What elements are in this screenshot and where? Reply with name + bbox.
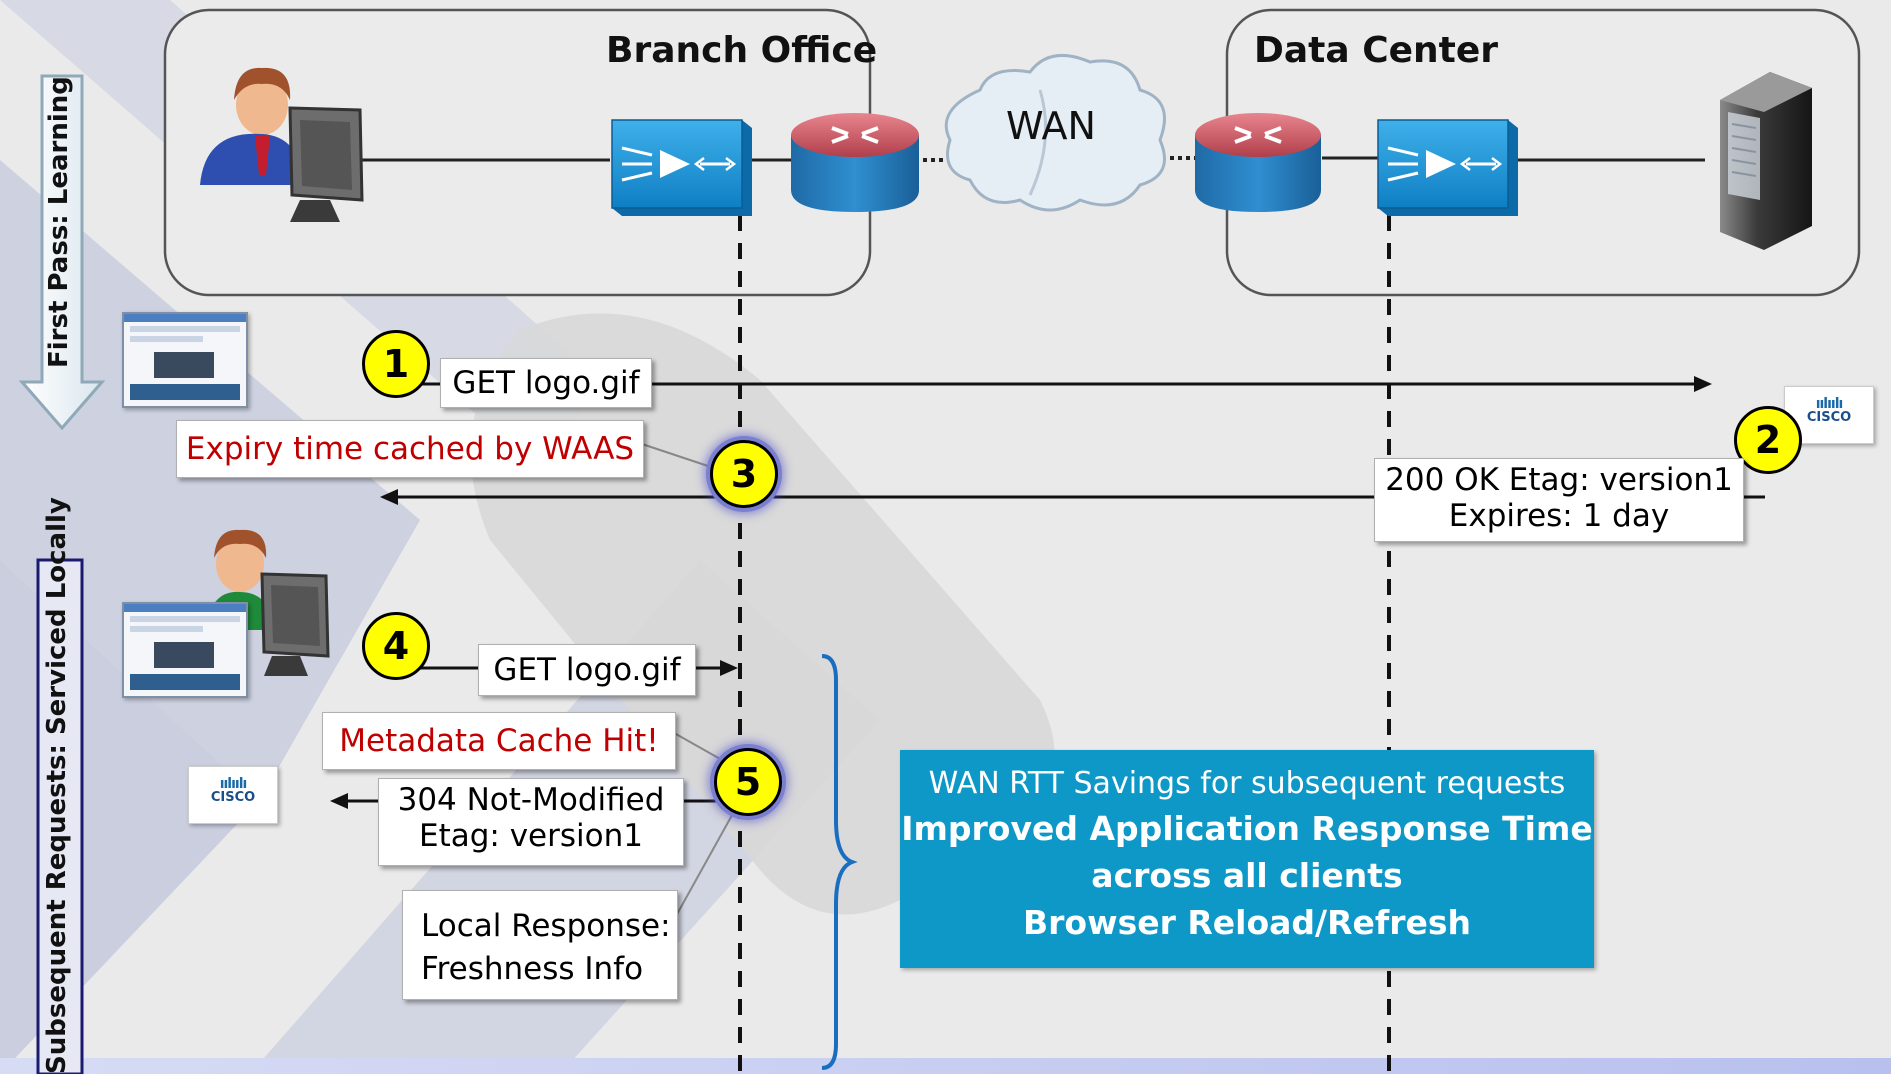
step-1-badge: 1 <box>362 330 430 398</box>
first-pass-label: First Pass: Learning <box>44 76 74 368</box>
user-pc-icon <box>200 67 364 222</box>
not-modified-line2: Etag: version1 <box>419 817 643 854</box>
branch-waas-device-icon <box>611 119 752 216</box>
step-4-badge: 4 <box>362 612 430 680</box>
cisco-logo-text: CISCO <box>210 790 256 805</box>
savings-brace <box>821 654 858 1070</box>
server-icon <box>1720 72 1812 250</box>
not-modified-response-box: 304 Not-Modified Etag: version1 <box>378 778 684 866</box>
ok-response-line2: Expires: 1 day <box>1448 497 1670 534</box>
wan-savings-summary: WAN RTT Savings for subsequent requests … <box>900 750 1594 968</box>
data-center-title: Data Center <box>1254 30 1499 71</box>
cisco-bars-icon: ıılıılı <box>1815 396 1844 412</box>
step-5-badge: 5 <box>714 748 782 816</box>
cisco-bars-icon: ıılıılı <box>219 776 248 792</box>
local-response-callout: Local Response: Freshness Info <box>402 890 678 1000</box>
branch-router-icon <box>791 113 919 212</box>
metadata-cache-hit-callout: Metadata Cache Hit! <box>322 712 676 770</box>
cisco-logo-2: ıılıılı CISCO <box>188 766 278 824</box>
wan-label: WAN <box>1006 104 1096 148</box>
step-2-badge: 2 <box>1734 406 1802 474</box>
not-modified-line1: 304 Not-Modified <box>397 782 665 818</box>
datacenter-router-icon <box>1195 113 1321 212</box>
step-3-badge: 3 <box>710 440 778 508</box>
wan-cloud-icon <box>944 54 1166 212</box>
cisco-logo-text: CISCO <box>1806 410 1852 425</box>
ok-response-box: 200 OK Etag: version1 Expires: 1 day <box>1374 458 1744 542</box>
expiry-cached-callout: Expiry time cached by WAAS <box>176 420 644 478</box>
summary-line1: WAN RTT Savings for subsequent requests <box>928 766 1566 801</box>
local-response-line2: Freshness Info <box>421 951 644 988</box>
summary-line3: across all clients <box>1091 856 1403 895</box>
get-logo-request-1: GET logo.gif <box>440 358 652 408</box>
subsequent-requests-label: Subsequent Requests: Serviced Locally <box>42 497 72 1074</box>
user-pc-2-icon <box>206 529 330 676</box>
browser-thumbnail-1 <box>122 312 248 408</box>
summary-line4: Browser Reload/Refresh <box>1022 903 1472 942</box>
branch-office-title: Branch Office <box>606 30 878 71</box>
first-pass-arrow <box>18 74 106 431</box>
summary-line2: Improved Application Response Time <box>901 809 1593 848</box>
ok-response-line1: 200 OK Etag: version1 <box>1385 462 1733 498</box>
local-response-line1: Local Response: <box>421 908 671 944</box>
get-logo-request-2: GET logo.gif <box>478 644 696 696</box>
subsequent-phase-bar <box>36 558 84 1074</box>
browser-thumbnail-2 <box>122 602 248 698</box>
network-links <box>355 156 1705 162</box>
datacenter-waas-device-icon <box>1377 119 1518 216</box>
